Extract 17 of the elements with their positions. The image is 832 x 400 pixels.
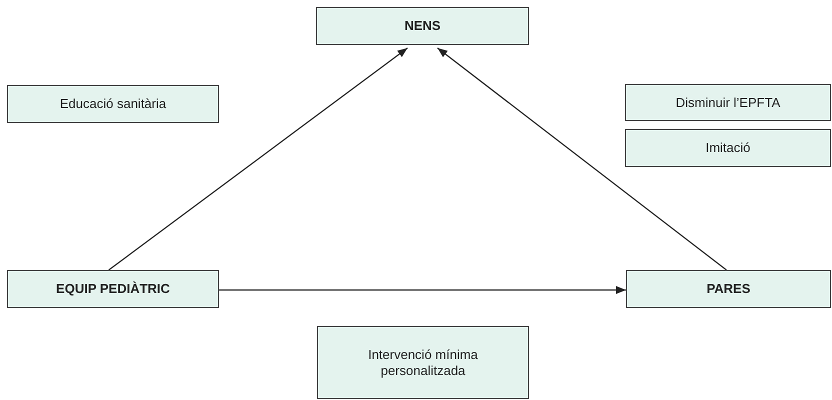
process-box <box>7 270 219 308</box>
box-label: Disminuir l’EPFTA <box>674 94 782 110</box>
process-box <box>317 326 529 399</box>
arrow <box>108 48 408 270</box>
process-box <box>625 129 831 167</box>
box-label: PARES <box>706 281 752 297</box>
box-label: NENS <box>403 18 442 34</box>
process-box <box>316 7 529 45</box>
process-box <box>626 270 831 308</box>
process-box <box>625 84 831 121</box>
process-box <box>7 85 219 123</box>
box-label: Imitació <box>704 140 752 156</box>
arrow <box>219 286 626 294</box>
arrow <box>437 48 727 270</box>
box-label: EQUIP PEDIÀTRIC <box>55 281 171 297</box>
box-label: Intervenció mínima personalitzada <box>367 346 479 378</box>
box-label: Educació sanitària <box>58 96 168 112</box>
